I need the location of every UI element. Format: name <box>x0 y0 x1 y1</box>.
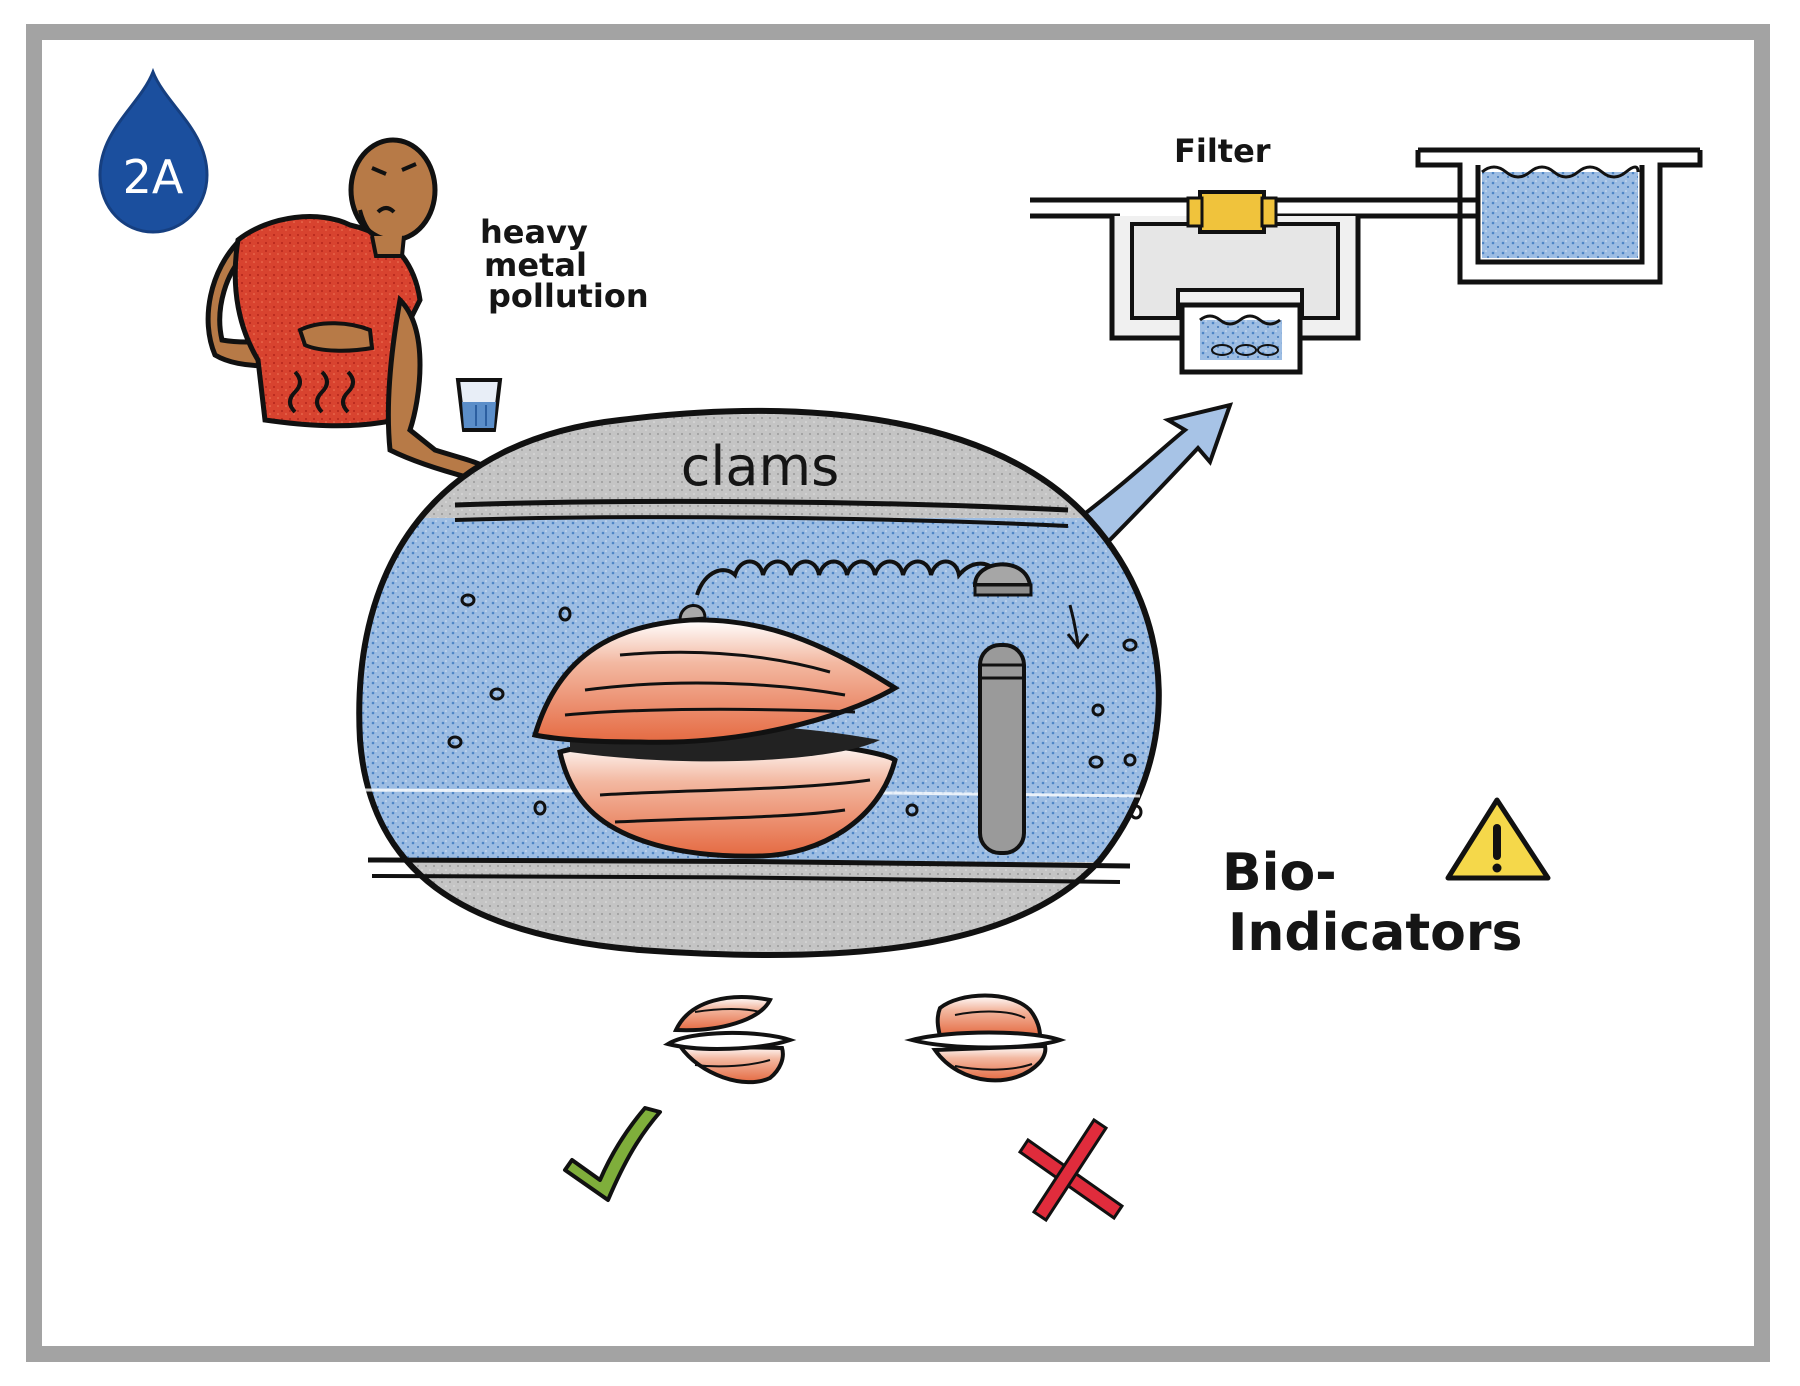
water-glass <box>455 378 503 432</box>
large-clam <box>531 604 900 859</box>
cross-icon <box>1017 1117 1125 1223</box>
checkmark-icon <box>563 1106 662 1202</box>
sensor-head <box>972 562 1033 587</box>
label-metal: metal <box>484 246 587 284</box>
sick-man-figure <box>205 137 495 481</box>
label-filter: Filter <box>1174 132 1271 170</box>
label-clams: clams <box>681 435 840 498</box>
label-pollution: pollution <box>488 277 649 315</box>
small-clam-closed <box>904 993 1067 1083</box>
label-bio: Bio- <box>1222 843 1337 903</box>
filter-system <box>1030 147 1703 375</box>
flow-arrow <box>1067 402 1234 564</box>
badge-label: 2A <box>123 150 184 204</box>
small-clam-open <box>662 995 797 1085</box>
label-heavy: heavy <box>480 213 588 251</box>
sensor-wire <box>695 559 997 596</box>
water-drop-icon: 2A <box>98 67 209 234</box>
probe <box>978 643 1026 855</box>
label-indicators: Indicators <box>1228 903 1523 963</box>
warning-triangle-icon <box>1445 797 1551 881</box>
